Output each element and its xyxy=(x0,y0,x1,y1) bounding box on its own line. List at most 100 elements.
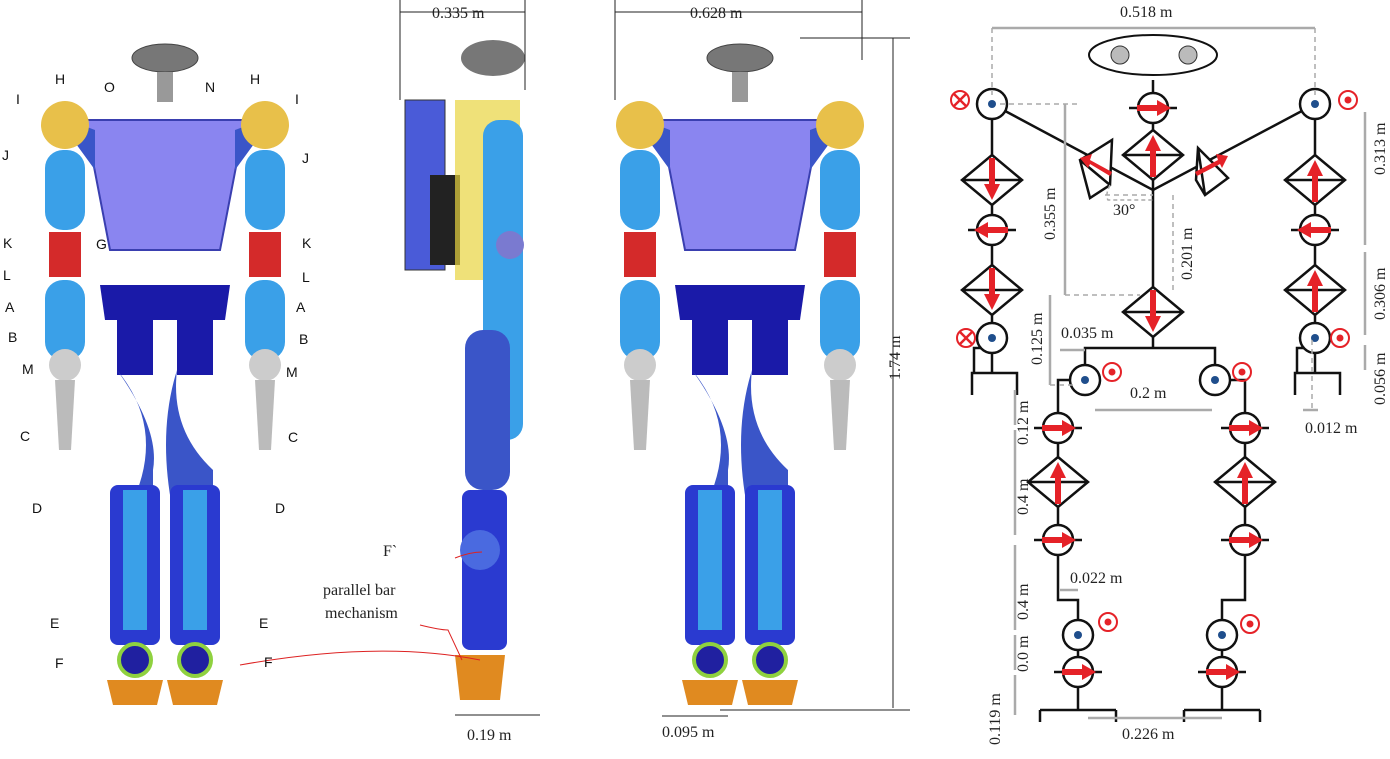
label-i-left: I xyxy=(16,91,20,107)
joint-axis-arrow xyxy=(1080,154,1112,176)
label-m-left: M xyxy=(22,361,34,377)
forearm xyxy=(45,280,85,360)
neck xyxy=(157,72,173,102)
foot xyxy=(742,680,798,705)
hand xyxy=(630,380,650,450)
dim-forearm: 0.306 m xyxy=(1372,267,1389,320)
wrist xyxy=(49,349,81,381)
robot-renders xyxy=(41,0,910,717)
label-a-right: A xyxy=(296,299,306,315)
axis-symbol xyxy=(1232,362,1252,382)
hand xyxy=(255,380,275,450)
back-foot-dim: 0.095 m xyxy=(662,724,715,741)
dim-wrist: 0.056 m xyxy=(1372,352,1389,405)
hand xyxy=(55,380,75,450)
hip-right xyxy=(752,320,788,375)
axis-symbol xyxy=(1098,612,1118,632)
eye-left xyxy=(1110,45,1130,65)
f-leader xyxy=(239,650,481,666)
dim-waist: 0.125 m xyxy=(1029,312,1046,365)
foot xyxy=(167,680,223,705)
head xyxy=(706,43,774,73)
label-e-right: E xyxy=(259,615,268,631)
axis-out-dot xyxy=(1238,368,1246,376)
ankle xyxy=(752,642,788,678)
eye-right xyxy=(1178,45,1198,65)
label-e-left: E xyxy=(50,615,59,631)
label-d-right: D xyxy=(275,500,285,516)
joint-axis-dot xyxy=(988,100,996,108)
label-o: O xyxy=(104,79,115,95)
back-view-labels: 0.628 m 1.74 m 0.095 m xyxy=(662,5,904,741)
axis-symbol xyxy=(950,90,970,110)
torso xyxy=(83,119,247,251)
joint-axis-arrow xyxy=(1042,420,1076,436)
joint-axis-arrow xyxy=(1206,664,1240,680)
mechanism-label-1: parallel bar xyxy=(323,582,396,599)
joint-axis-arrow xyxy=(1307,270,1323,312)
dim-ankle: 0.0 m xyxy=(1015,635,1032,672)
joint-axis-arrow xyxy=(1297,222,1331,238)
label-b-left: B xyxy=(8,329,17,345)
back-width-dim: 0.628 m xyxy=(690,5,743,22)
thigh xyxy=(465,330,510,490)
dim-foot-width: 0.226 m xyxy=(1122,726,1175,743)
hand xyxy=(830,380,850,450)
head xyxy=(461,40,525,76)
pelvis xyxy=(675,285,805,320)
axis-out-dot xyxy=(1104,618,1112,626)
shoulder xyxy=(41,101,89,149)
hand-bracket xyxy=(1293,371,1342,395)
label-j-right: J xyxy=(302,150,309,166)
axis-out-dot xyxy=(1344,96,1352,104)
wrist xyxy=(249,349,281,381)
joint-axis-dot xyxy=(1211,376,1219,384)
hip-left xyxy=(692,320,728,375)
joint-axis-arrow xyxy=(984,158,1000,200)
label-i-right: I xyxy=(295,91,299,107)
side-view-robot xyxy=(404,40,525,700)
axis-out-dot xyxy=(1336,334,1344,342)
joint-axis-dot xyxy=(1311,334,1319,342)
foot xyxy=(455,655,505,700)
front-view-labels: O H N H I I J J K K G L L A A B B M M C … xyxy=(2,71,312,671)
axis-in-cross xyxy=(959,331,973,345)
mechanism-leader xyxy=(419,624,463,661)
joint-axis-arrow xyxy=(1145,135,1161,177)
knee-pulley xyxy=(460,530,500,570)
elbow xyxy=(624,232,656,277)
label-n: N xyxy=(205,79,215,95)
joint-axis-arrow xyxy=(1145,290,1161,332)
elbow xyxy=(49,232,81,277)
shoulder-pitch-joint-left xyxy=(1078,137,1114,200)
shoulder xyxy=(241,101,289,149)
front-view-robot xyxy=(41,43,289,705)
shank-bar xyxy=(758,490,782,630)
f-prime-leader xyxy=(454,551,483,559)
mechanism-label-2: mechanism xyxy=(325,605,398,622)
label-c-left: C xyxy=(20,428,30,444)
elbow xyxy=(496,231,524,259)
dim-hand-offset: 0.012 m xyxy=(1305,420,1358,437)
side-width-dim: 0.335 m xyxy=(432,5,485,22)
dim-neck: 0.201 m xyxy=(1179,227,1196,280)
foot xyxy=(107,680,163,705)
shank-bar xyxy=(183,490,207,630)
shank-bar xyxy=(123,490,147,630)
axis-out-dot xyxy=(1246,620,1254,628)
axis-symbol xyxy=(1338,90,1358,110)
dim-hip-drop: 0.12 m xyxy=(1015,400,1032,445)
label-m-right: M xyxy=(286,364,298,380)
dim-hip-offset: 0.035 m xyxy=(1061,325,1114,342)
angle-arc xyxy=(1106,184,1153,201)
dim-angle: 30° xyxy=(1113,202,1135,219)
wrist xyxy=(824,349,856,381)
label-b-right: B xyxy=(299,331,308,347)
axis-symbol xyxy=(1330,328,1350,348)
label-d-left: D xyxy=(32,500,42,516)
head xyxy=(131,43,199,73)
label-f-right: F xyxy=(264,654,273,670)
hand-bracket xyxy=(970,371,1019,395)
dim-shoulder-width: 0.518 m xyxy=(1120,4,1173,21)
